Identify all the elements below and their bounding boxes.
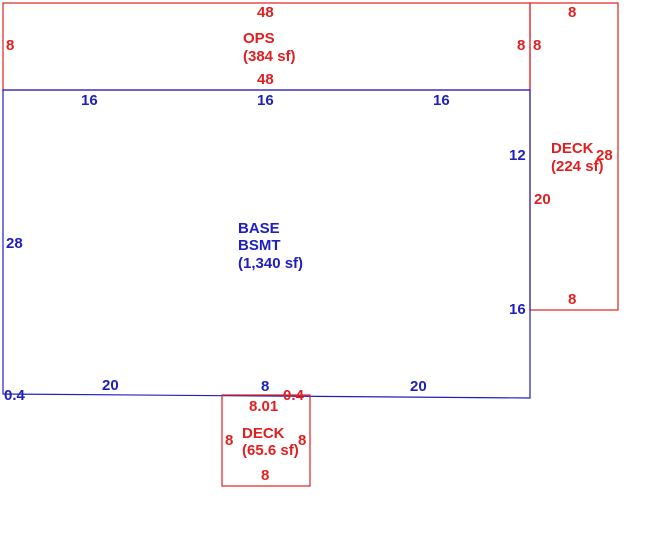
deck-bottom-name: DECK	[242, 425, 285, 442]
base-dim-top-c: 16	[433, 92, 450, 109]
base-bsmt-outline	[2, 89, 531, 399]
base-dim-top-b: 16	[257, 92, 274, 109]
base-dim-bottom-left: 20	[102, 377, 119, 394]
base-name-line2: BSMT	[238, 237, 281, 254]
ops-dim-bottom: 48	[257, 71, 274, 88]
deck-bottom-area-value: (65.6 sf)	[242, 442, 299, 459]
base-dim-right-upper: 12	[509, 147, 526, 164]
base-dim-jog-right: 0.4	[283, 387, 305, 404]
deck-right-name: DECK	[551, 140, 594, 157]
deck-bottom-dim-right: 8	[298, 432, 306, 449]
deck-right-dim-left-mid: 20	[534, 191, 551, 208]
deck-right-dim-left-upper: 8	[533, 37, 541, 54]
deck-right-area: DECK (224 sf) 8 8 20 28 8	[529, 2, 619, 311]
deck-bottom-dim-left: 8	[225, 432, 233, 449]
base-area-value: (1,340 sf)	[238, 255, 303, 272]
ops-area-value: (384 sf)	[243, 48, 296, 65]
deck-right-area-value: (224 sf)	[551, 158, 604, 175]
deck-bottom-area: DECK (65.6 sf) 8.01 8 8 8 0.4	[221, 387, 311, 487]
deck-right-dim-top: 8	[568, 4, 576, 21]
base-dim-jog-left: 0.4	[4, 387, 26, 404]
deck-right-dim-bottom: 8	[568, 291, 576, 308]
base-dim-right-lower: 16	[509, 301, 526, 318]
base-dim-bottom-mid: 8	[261, 378, 269, 395]
deck-bottom-dim-top: 8.01	[249, 398, 278, 415]
deck-bottom-dim-bottom: 8	[261, 467, 269, 484]
ops-area: OPS (384 sf) 48 48 8 8	[2, 2, 531, 91]
ops-dim-top: 48	[257, 4, 274, 21]
deck-bottom-outline	[221, 394, 311, 487]
base-dim-left: 28	[6, 235, 23, 252]
ops-name: OPS	[243, 30, 275, 47]
base-dim-top-a: 16	[81, 92, 98, 109]
ops-dim-right: 8	[517, 37, 525, 54]
ops-dim-left: 8	[6, 37, 14, 54]
base-bsmt-area: BASE BSMT (1,340 sf) 16 16 16 28 12 16 2…	[2, 89, 531, 404]
base-name-line1: BASE	[238, 220, 280, 237]
base-dim-bottom-right: 20	[410, 378, 427, 395]
deck-right-dim-right: 28	[596, 147, 613, 164]
